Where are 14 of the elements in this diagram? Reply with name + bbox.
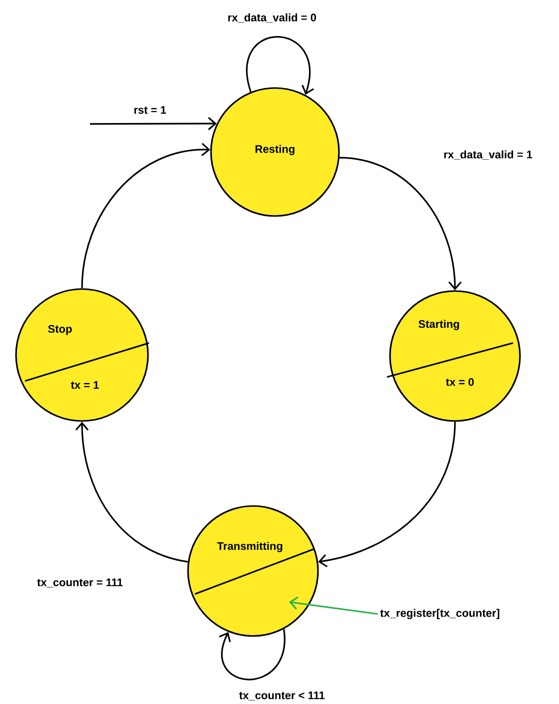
transition-arrow (339, 156, 462, 290)
transition-arrow (81, 142, 210, 288)
self-loop-arrow (219, 629, 286, 680)
transition-arrow (75, 422, 188, 563)
transition-arrow (90, 117, 217, 130)
transition-arrow (318, 422, 456, 568)
leader-arrow (289, 596, 378, 615)
edge-label: rx_data_valid = 1 (442, 149, 534, 161)
self-loop-arrow (246, 36, 314, 95)
edge-label: rst = 1 (132, 105, 168, 115)
note-text: tx_register[tx_counter] (380, 608, 500, 620)
edge-label: tx_counter < 111 (238, 690, 326, 702)
edge-label: tx_counter = 111 (36, 578, 124, 588)
edge-label: rx_data_valid = 0 (226, 12, 318, 24)
